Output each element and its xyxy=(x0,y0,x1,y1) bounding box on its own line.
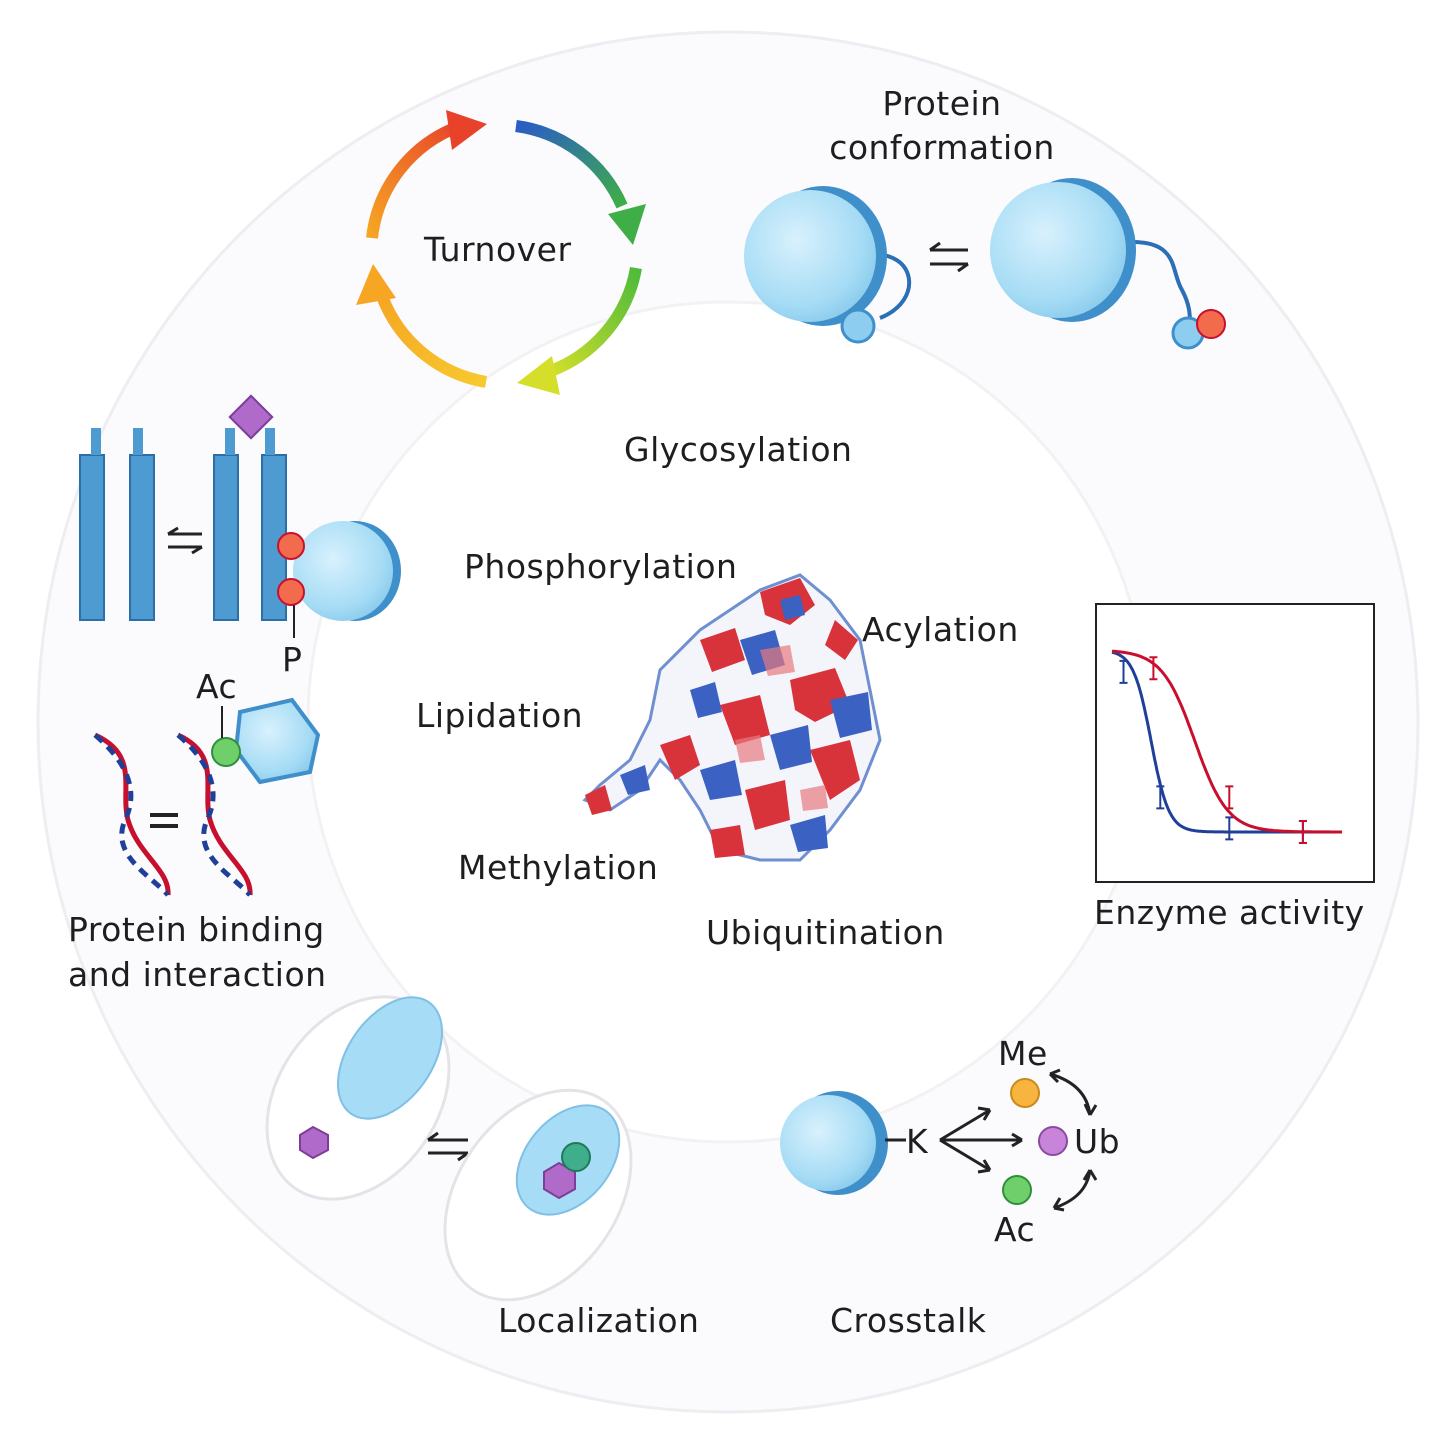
nucleus-left xyxy=(336,996,444,1120)
ubiquitin-mark-label: Ub xyxy=(1074,1122,1121,1161)
error-bar xyxy=(1298,820,1307,844)
acetyl-circle xyxy=(211,737,241,767)
equilibrium-arrows-dna xyxy=(150,813,178,828)
phosphorylation-label: Phosphorylation xyxy=(464,547,738,586)
ubiquitination-label: Ubiquitination xyxy=(706,913,945,952)
turnover-arrowhead-2 xyxy=(608,204,646,245)
error-bar xyxy=(1149,656,1158,681)
lipidation-label: Lipidation xyxy=(416,696,584,735)
protein-conformation-label-line1: Protein xyxy=(882,84,1002,123)
protein-binding-label-line2: and interaction xyxy=(68,955,327,994)
phosphate-circle xyxy=(1196,309,1226,339)
equilibrium-arrows-receptor xyxy=(167,526,203,555)
purple-protein-left xyxy=(299,1125,329,1160)
linker-extended xyxy=(1125,239,1192,326)
chart-plot-area xyxy=(1111,649,1342,844)
central-protein-surface xyxy=(582,573,882,862)
acetyl-circle-crosstalk xyxy=(1002,1175,1032,1205)
protein-sphere-right xyxy=(990,182,1126,318)
receptor-illustration xyxy=(79,394,401,638)
turnover-arrow-green-yellow xyxy=(545,266,642,378)
turnover-arrow-blue-green xyxy=(515,120,628,209)
chart-frame xyxy=(1095,603,1375,883)
crosstalk-protein-sphere xyxy=(780,1095,876,1191)
error-bar xyxy=(1225,785,1234,810)
phosphate-mark-label: P xyxy=(282,640,303,679)
crosstalk-arrows xyxy=(939,1068,1098,1212)
methylation-label: Methylation xyxy=(458,848,659,887)
localization-label: Localization xyxy=(498,1301,700,1340)
methyl-circle xyxy=(1010,1078,1040,1108)
turnover-arrowhead-4 xyxy=(356,264,396,305)
methyl-mark-label: Me xyxy=(998,1034,1048,1073)
purple-protein-right xyxy=(543,1161,576,1200)
error-bar xyxy=(1119,659,1128,684)
crosstalk-illustration xyxy=(780,1068,1098,1212)
green-partner-protein xyxy=(561,1142,591,1172)
turnover-arrowhead-3 xyxy=(517,356,560,395)
glycosylation-label: Glycosylation xyxy=(624,430,853,469)
turnover-arrowhead-1 xyxy=(446,110,487,150)
protein-conformation-illustration xyxy=(744,178,1226,350)
enzyme-activity-chart xyxy=(1095,603,1375,883)
small-domain-left xyxy=(840,308,876,344)
acetyl-mark-label: Ac xyxy=(196,667,238,706)
turnover-label: Turnover xyxy=(424,230,572,269)
protein-binding-label-line1: Protein binding xyxy=(68,910,325,949)
equilibrium-arrows xyxy=(929,241,969,273)
protein-sphere-left xyxy=(744,190,876,322)
equilibrium-arrows-localization xyxy=(427,1131,469,1162)
error-bar xyxy=(1225,816,1234,841)
binding-protein-sphere xyxy=(293,521,393,621)
protein-conformation-label-line2: conformation xyxy=(829,128,1055,167)
enzyme-activity-label: Enzyme activity xyxy=(1094,893,1365,932)
lysine-mark-label: K xyxy=(906,1122,929,1161)
turnover-arrow-yellow-orange xyxy=(376,293,488,388)
localization-illustration xyxy=(265,995,633,1302)
turnover-arrow-orange-red xyxy=(366,120,463,239)
dna-binding-illustration xyxy=(93,697,321,897)
glycan-diamond xyxy=(228,394,274,440)
acetyl-crosstalk-mark-label: Ac xyxy=(994,1210,1036,1249)
phosphate-circle-bottom xyxy=(277,578,305,606)
ubiquitin-circle xyxy=(1038,1126,1068,1156)
crosstalk-label: Crosstalk xyxy=(830,1301,987,1340)
error-bar xyxy=(1156,785,1165,810)
turnover-cycle xyxy=(356,110,646,395)
phosphate-circle-top xyxy=(277,532,305,560)
acylation-label: Acylation xyxy=(862,610,1019,649)
